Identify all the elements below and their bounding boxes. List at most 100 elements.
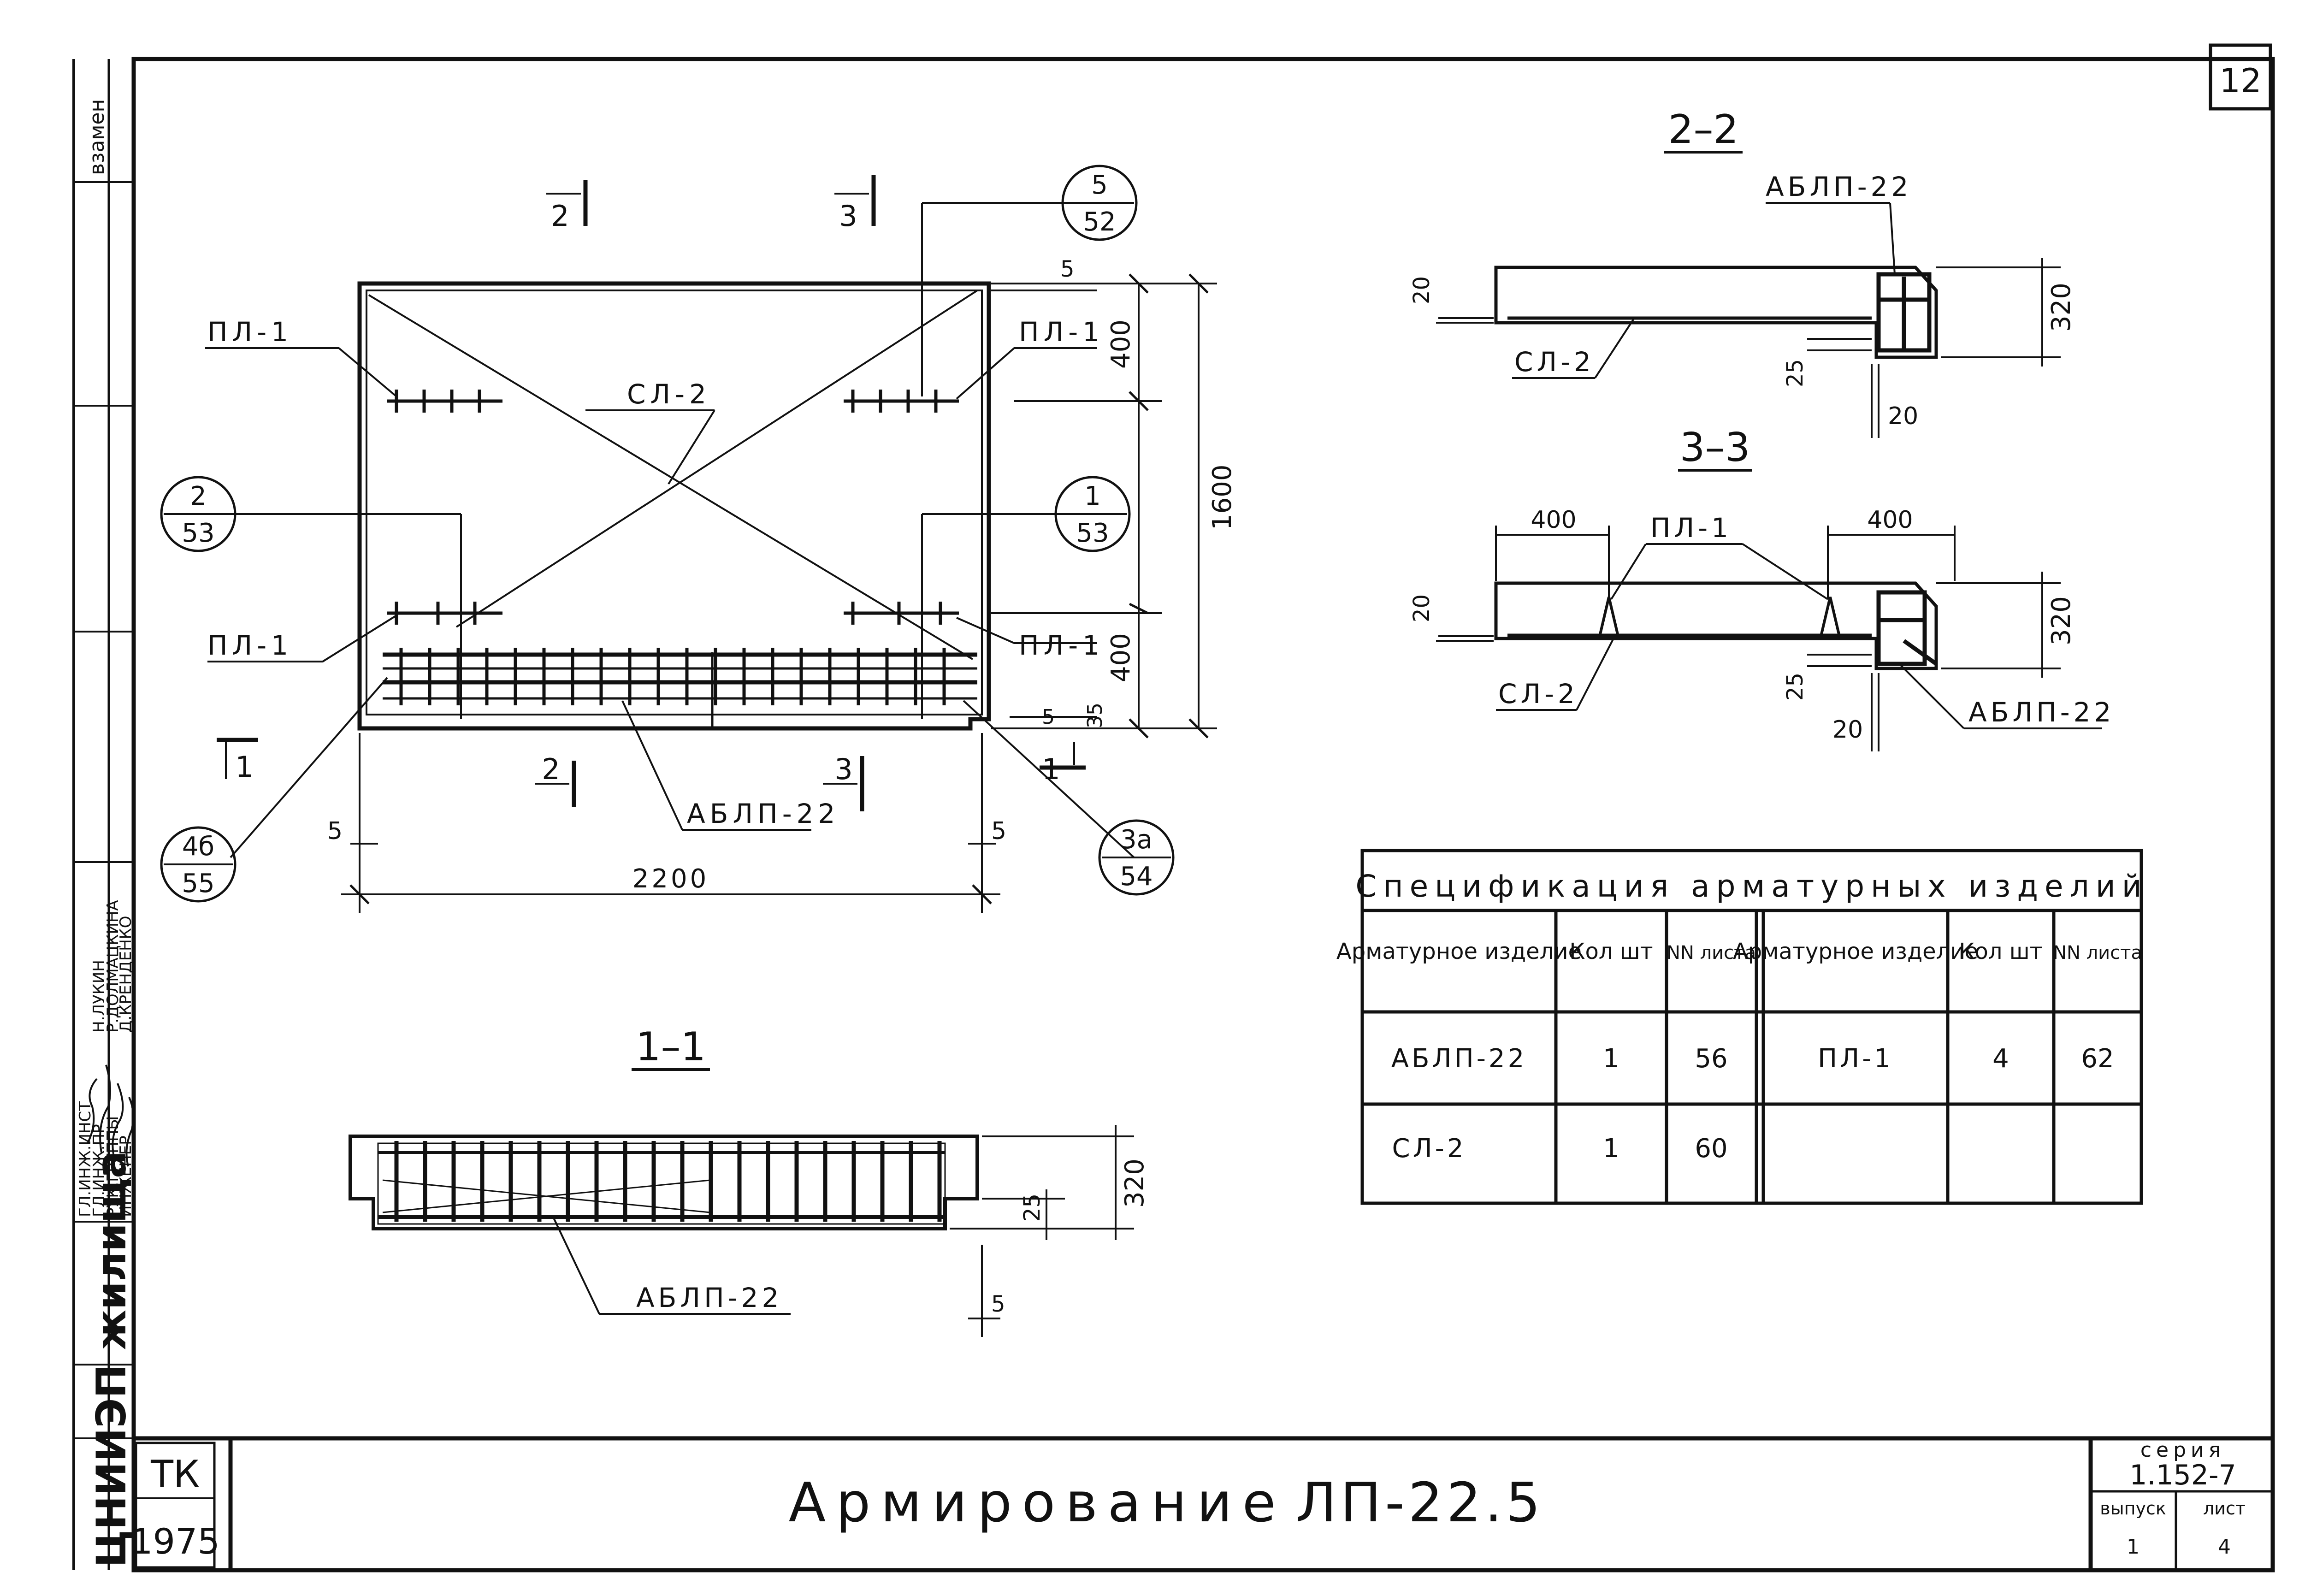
- spec-cell-r2-c3: 60: [1695, 1134, 1727, 1164]
- section-2-2-leaders: [1436, 202, 2061, 438]
- signature-2: [112, 1083, 134, 1167]
- label-pl1-top-right: ПЛ-1: [1019, 316, 1104, 348]
- svg-text:3а: 3а: [1120, 825, 1152, 855]
- spec-cell-r2-c1: СЛ-2: [1392, 1134, 1466, 1164]
- section-3-3: 3–3: [1409, 425, 2111, 751]
- section-3-3-label-pl1: ПЛ-1: [1650, 512, 1732, 544]
- section-2-2-label-sl2: СЛ-2: [1514, 346, 1595, 378]
- section-mark-left-1: 1: [217, 738, 258, 784]
- dim-top-400: 400: [1106, 319, 1136, 369]
- dim-left-5: 5: [327, 817, 343, 845]
- section-2-2-label-ablp: АБЛП-22: [1766, 171, 1912, 202]
- dim-top-offset: 5: [1060, 256, 1075, 282]
- spec-header-item-2: Арматурное изделие: [1733, 939, 1978, 964]
- section-2-2: 2–2 АБЛП-22 СЛ-2 20 320 25 20: [1409, 106, 2076, 438]
- spec-header-sheet-1: NN листа: [1667, 942, 1756, 964]
- section-mark-top-2: 2: [546, 180, 588, 233]
- spec-table-title: Спецификация арматурных изделий: [1355, 869, 2148, 904]
- callout-2-53: 2 53: [160, 476, 236, 552]
- list-value: 4: [2218, 1535, 2231, 1559]
- label-pl1-bottom-right: ПЛ-1: [1019, 630, 1104, 661]
- signature-1: [87, 1064, 111, 1153]
- plan-dimension-ticks: [349, 273, 1209, 904]
- section-1-1-dim-320: 320: [1120, 1159, 1150, 1208]
- spec-cell-r1-c6: 62: [2081, 1044, 2114, 1074]
- dim-length-2200: 2200: [632, 864, 709, 894]
- spec-cell-r2-c2: 1: [1603, 1134, 1619, 1164]
- vzamen-label: взамен: [85, 99, 109, 175]
- section-2-2-dim-320: 320: [2046, 283, 2076, 332]
- section-2-2-dim-25: 25: [1782, 359, 1808, 387]
- loop-bottom-left: [387, 602, 502, 625]
- list-label: лист: [2203, 1498, 2246, 1519]
- spec-cell-r1-c2: 1: [1603, 1044, 1619, 1074]
- section-3-3-leaders: [1436, 526, 2102, 751]
- svg-text:2: 2: [190, 481, 207, 511]
- section-mark-bottom-2: 2: [535, 752, 576, 807]
- section-3-3-dim-25: 25: [1782, 673, 1808, 701]
- sheet-number: 12: [2219, 61, 2262, 100]
- tk-label: ТК: [150, 1453, 200, 1496]
- spec-header-item-1: Арматурное изделие: [1336, 939, 1582, 964]
- beam-rebar: [383, 652, 977, 730]
- svg-text:3: 3: [834, 752, 852, 786]
- stamp-name-3: Д.КРЕНДЕНКО: [117, 916, 135, 1033]
- section-2-2-dim-20: 20: [1409, 276, 1435, 304]
- title-block: ТК 1975 Армирование ЛП-22.5 серия 1.152-…: [130, 1438, 2273, 1570]
- organization-name: ЦНИИЭП жилища: [88, 1151, 135, 1567]
- label-ablp22: АБЛП-22: [687, 798, 839, 829]
- spec-cell-r1-c4: ПЛ-1: [1818, 1044, 1893, 1074]
- section-mark-top-3: 3: [834, 175, 876, 233]
- svg-text:53: 53: [1076, 518, 1109, 548]
- svg-text:3: 3: [839, 199, 857, 233]
- section-2-2-dim-20-bottom: 20: [1888, 402, 1918, 430]
- svg-text:54: 54: [1120, 862, 1152, 892]
- year-label: 1975: [130, 1521, 219, 1562]
- loop-top-right: [844, 390, 959, 413]
- spec-header-sheet-2: NN листа: [2053, 942, 2142, 964]
- section-3-3-dim-20: 20: [1409, 594, 1435, 622]
- label-sl2: СЛ-2: [627, 378, 711, 410]
- dim-bottom-5: 5: [1042, 705, 1055, 729]
- plan-view: 2 3 2 3 1 1: [160, 165, 1237, 913]
- drawing-title: Армирование: [789, 1471, 1286, 1534]
- vypusk-value: 1: [2127, 1535, 2140, 1559]
- stamp-name-1: Н.ЛУКИН: [90, 960, 108, 1033]
- dim-total-1600: 1600: [1207, 464, 1237, 530]
- section-3-3-title: 3–3: [1680, 425, 1750, 471]
- sheet-number-box: 12: [2209, 43, 2272, 111]
- stamp-role-2: ГЛ.ИНЖ.ПР: [90, 1124, 108, 1217]
- spec-cell-r1-c1: АБЛП-22: [1391, 1044, 1527, 1074]
- svg-text:1: 1: [235, 750, 253, 784]
- section-mark-bottom-3: 3: [823, 752, 864, 811]
- stamp-role-3: РУК.ГРУППЫ: [104, 1116, 122, 1217]
- svg-text:2: 2: [542, 752, 560, 786]
- loop-bottom-right: [844, 602, 959, 625]
- section-3-3-dim-320: 320: [2046, 596, 2076, 645]
- section-2-2-title: 2–2: [1668, 106, 1738, 153]
- svg-text:5: 5: [1091, 170, 1108, 200]
- section-1-1-dim-5: 5: [991, 1291, 1005, 1317]
- svg-text:4б: 4б: [182, 832, 214, 862]
- dim-bottom-400: 400: [1106, 633, 1136, 682]
- spec-header-qty-1: Кол шт: [1569, 939, 1653, 964]
- section-1-1-stirrups: [394, 1141, 942, 1222]
- left-stamp: взамен ГЛ.ИНЖ.ИНСТ ГЛ.ИНЖ.ПР РУК.ГРУППЫ …: [72, 59, 135, 1570]
- vypusk-label: выпуск: [2100, 1498, 2166, 1519]
- seria-label: серия: [2140, 1438, 2225, 1462]
- section-3-3-dim-400-left: 400: [1531, 506, 1576, 534]
- callout-3a-54: 3а 54: [1098, 819, 1175, 896]
- label-pl1-top-left: ПЛ-1: [207, 316, 293, 348]
- section-1-1-label: АБЛП-22: [636, 1282, 782, 1313]
- spec-cell-r1-c3: 56: [1695, 1044, 1727, 1074]
- plan-leaders: [205, 202, 1135, 858]
- section-3-3-label-sl2: СЛ-2: [1498, 678, 1578, 709]
- svg-text:1: 1: [1084, 481, 1101, 511]
- section-mark-right-1: 1: [1040, 742, 1086, 786]
- dim-right-5: 5: [991, 817, 1006, 845]
- section-3-3-dim-20-bottom: 20: [1832, 716, 1863, 744]
- stamp-name-2: Р.ДОЛМАЦКИНА: [104, 900, 122, 1033]
- section-1-1: 1–1 АБЛП-22 320 25 5: [349, 1024, 1150, 1337]
- label-pl1-bottom-left: ПЛ-1: [207, 630, 293, 661]
